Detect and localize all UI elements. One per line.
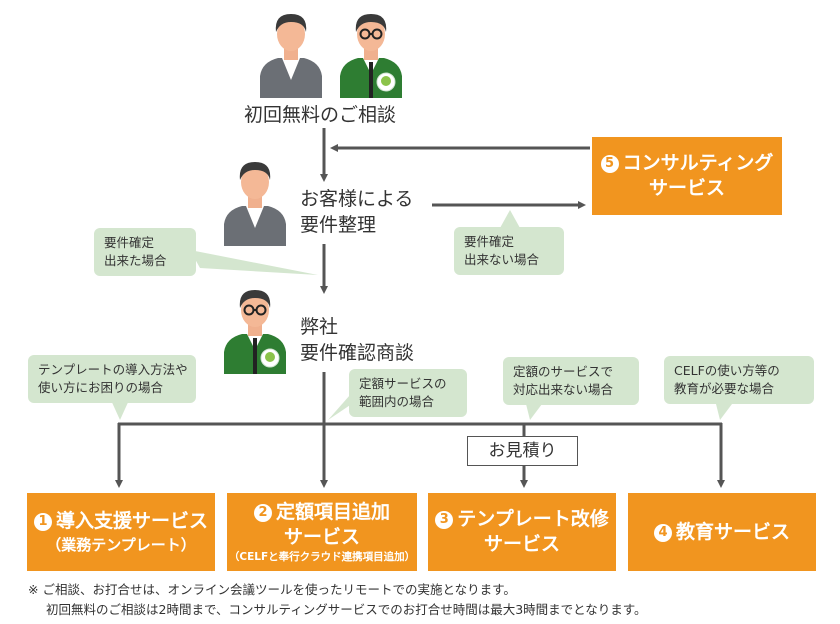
staff-person-icon <box>340 14 402 98</box>
bubble-line: 要件確定 <box>104 235 155 250</box>
bubble-tail <box>500 210 520 228</box>
bubble-template-trouble: テンプレートの導入方法や 使い方にお困りの場合 <box>28 355 196 403</box>
bubble-line: 範囲内の場合 <box>359 394 435 409</box>
bubble-line: テンプレートの導入方法や <box>38 362 188 377</box>
number-badge: 1 <box>33 512 52 531</box>
customer-person-icon <box>260 14 322 98</box>
bubble-education-needed: CELFの使い方等の 教育が必要な場合 <box>664 356 814 404</box>
number-badge: 3 <box>435 511 454 529</box>
step-line: 要件確認商談 <box>300 342 415 364</box>
customer-person-icon <box>224 162 286 246</box>
bubble-line: 定額のサービスで <box>513 364 614 379</box>
bubble-fixed-not-supported: 定額のサービスで 対応出来ない場合 <box>503 357 639 405</box>
number-badge: 5 <box>600 155 619 173</box>
bubble-requirements-not-confirmed: 要件確定 出来ない場合 <box>454 227 564 275</box>
service-title-text: コンサルティング <box>622 152 774 174</box>
service-subtitle: （業務テンプレート） <box>46 535 196 554</box>
step-customer-requirements: お客様による 要件整理 <box>300 186 413 238</box>
bubble-line: CELFの使い方等の <box>674 363 780 378</box>
bubble-line: 対応出来ない場合 <box>513 382 614 397</box>
service-title-text: 定額項目追加 <box>275 501 390 523</box>
bubble-line: 出来ない場合 <box>464 252 540 267</box>
bubble-tail <box>190 250 318 275</box>
bubble-line: 要件確定 <box>464 234 515 249</box>
bubble-requirements-confirmed: 要件確定 出来た場合 <box>94 228 196 276</box>
estimate-box: お見積り <box>467 436 578 466</box>
number-badge: 2 <box>253 504 272 522</box>
service-title-text: 教育サービス <box>675 520 790 543</box>
step-line: 要件整理 <box>300 214 377 236</box>
step-line: お客様による <box>300 188 414 210</box>
service-subtitle: （CELFと奉行クラウド連携項目追加） <box>228 551 416 563</box>
bubble-line: 出来た場合 <box>104 253 167 268</box>
number-badge: 4 <box>653 523 672 542</box>
bubble-line: 教育が必要な場合 <box>674 381 775 396</box>
note-line-1: ※ ご相談、お打合せは、オンライン会議ツールを使ったリモートでの実施となります。 <box>28 582 516 597</box>
step-line: 弊社 <box>300 316 339 338</box>
service-title-text: 導入支援サービス <box>55 509 208 532</box>
service-title-line2: サービス <box>483 533 560 555</box>
note-line-2: 初回無料のご相談は2時間まで、コンサルティングサービスでのお打合せ時間は最大3時… <box>46 602 647 617</box>
bubble-within-fixed-scope: 定額サービスの 範囲内の場合 <box>349 369 467 417</box>
bubble-line: 使い方にお困りの場合 <box>38 380 164 395</box>
bubble-tail <box>110 398 130 420</box>
step-initial-consultation: 初回無料のご相談 <box>244 104 397 126</box>
service-title-text: テンプレート改修 <box>457 508 609 530</box>
service-title-line2: サービス <box>648 177 725 199</box>
bubble-line: 定額サービスの <box>359 376 447 391</box>
step-company-meeting: 弊社 要件確認商談 <box>300 314 414 366</box>
bubble-tail <box>715 400 735 420</box>
service-title-line2: サービス <box>283 526 360 548</box>
staff-person-icon <box>224 290 286 374</box>
bubble-tail <box>525 400 545 420</box>
